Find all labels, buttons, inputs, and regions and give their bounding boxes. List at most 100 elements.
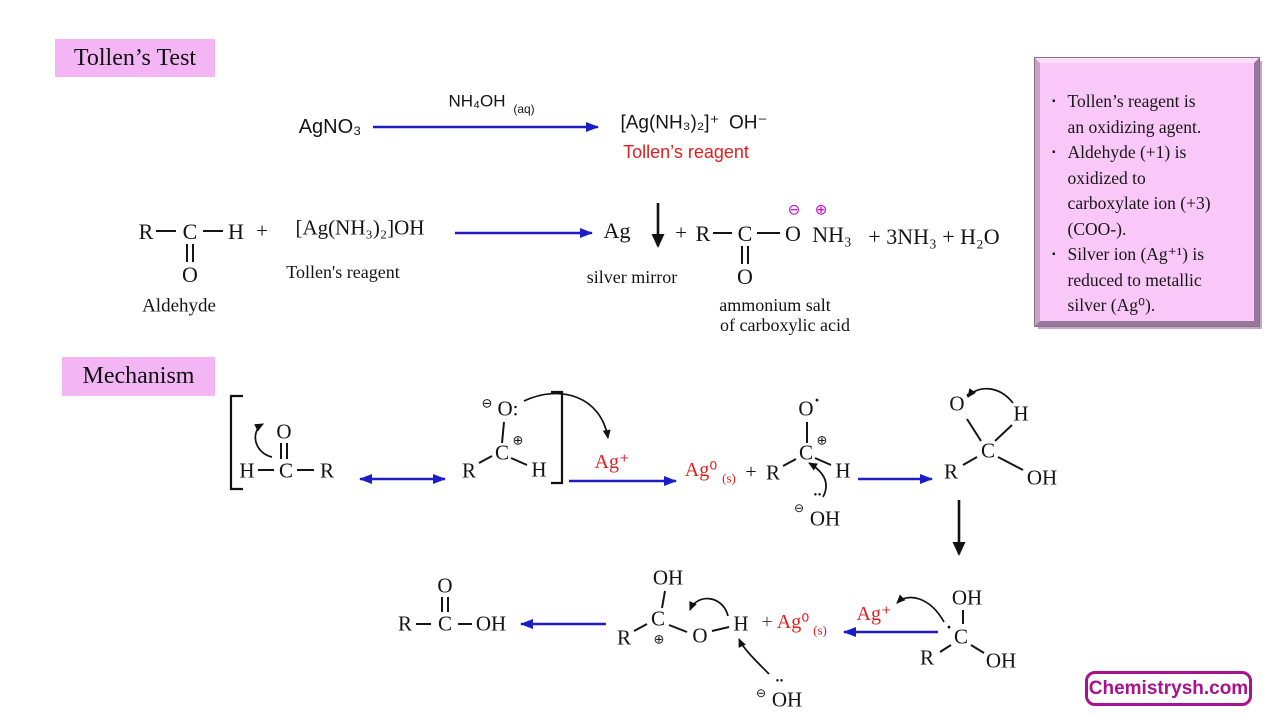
hydroxide: OH — [771, 687, 803, 712]
formula-nh3: NH₃ — [812, 222, 852, 247]
minus-charge-icon: ⊖ — [755, 686, 767, 700]
atom-o: O — [276, 419, 292, 444]
tollens-reagent-label: Tollen's reagent — [286, 262, 400, 282]
formula-tollens-reagent: [Ag(NH₃)₂]OH — [295, 215, 425, 240]
bullet-icon: ▪ — [1052, 96, 1056, 107]
plus-charge-icon: ⊕ — [653, 631, 665, 647]
silver-cation: Ag⁺ — [856, 603, 892, 625]
state-solid: (s) — [722, 470, 736, 486]
right-bracket — [551, 390, 564, 485]
plus-charge-icon: ⊕ — [814, 202, 828, 219]
bond — [962, 456, 978, 466]
atom-o: O — [949, 391, 965, 416]
atom-r: R — [319, 458, 335, 483]
atom-o: O — [737, 264, 753, 289]
atom-h: H — [1013, 401, 1029, 426]
bond — [939, 644, 952, 653]
atom-c: C — [650, 606, 666, 631]
watermark-badge: Chemistrysh.com — [1085, 671, 1252, 706]
atom-o-lonepair: O: — [497, 396, 519, 421]
plus-sign: + — [675, 220, 687, 245]
note-text: Silver ion (Ag⁺¹) is reduced to metallic… — [1067, 244, 1205, 315]
atom-o: O — [798, 396, 814, 421]
lone-pair-icon: •• — [813, 489, 823, 500]
atom-o: O — [182, 262, 198, 287]
bond — [997, 456, 1024, 471]
mechanism-heading: Mechanism — [62, 357, 215, 396]
curved-arrow — [967, 387, 1014, 404]
bond — [814, 457, 832, 466]
radical-dot-icon: · — [964, 385, 972, 405]
bond — [994, 424, 1013, 442]
atom-h: H — [835, 458, 851, 483]
bond — [966, 418, 982, 442]
curved-arrow — [523, 392, 611, 439]
bond — [661, 590, 666, 609]
bond — [782, 458, 797, 467]
atom-o: O — [785, 221, 801, 246]
bond — [478, 455, 493, 464]
atom-r: R — [765, 460, 781, 485]
atom-c: C — [437, 611, 453, 636]
atom-c: C — [182, 219, 198, 244]
atom-r: R — [919, 645, 935, 670]
atom-r: R — [616, 625, 632, 650]
page-title: Tollen’s Test — [55, 39, 215, 77]
silver-mirror-label: silver mirror — [586, 267, 678, 287]
hydroxide: OH — [809, 506, 841, 531]
hydroxyl-group: OH — [1026, 465, 1058, 490]
watermark-text: Chemistrysh.com — [1088, 677, 1249, 699]
bond — [970, 644, 985, 654]
hydroxyl-group: OH — [475, 611, 507, 636]
salt-label-line2: of carboxylic acid — [720, 315, 850, 335]
atom-c: C — [798, 440, 814, 465]
note-text: Tollen’s reagent is an oxidizing agent. — [1067, 91, 1202, 137]
atom-h: H — [239, 458, 255, 483]
silver-metal: Ag⁰ — [776, 611, 810, 633]
plus-sign: + — [761, 611, 773, 633]
curved-arrow — [896, 594, 945, 623]
atom-h: H — [733, 611, 749, 636]
atom-h: H — [531, 457, 547, 482]
tollens-reagent-red-label: Tollen’s reagent — [623, 142, 749, 162]
atom-c: C — [953, 624, 969, 649]
hydroxyl-group: OH — [985, 648, 1017, 673]
minus-charge-icon: ⊖ — [787, 202, 801, 219]
atom-o: O — [437, 573, 453, 598]
atom-r: R — [461, 458, 477, 483]
bullet-icon: ▪ — [1052, 147, 1056, 158]
hydroxyl-group: OH — [652, 565, 684, 590]
radical-dot-icon: · — [945, 617, 953, 637]
formula-agno3: AgNO₃ — [298, 116, 362, 138]
left-bracket — [229, 394, 243, 491]
formula-tollens-reagent-ion: [Ag(NH₃)₂]⁺ OH⁻ — [620, 112, 768, 134]
curved-arrow — [254, 423, 273, 458]
note-item: ▪ Tollen’s reagent is an oxidizing agent… — [1050, 89, 1248, 140]
minus-charge-icon: ⊖ — [481, 395, 493, 411]
atom-c: C — [980, 438, 996, 463]
page-title-text: Tollen’s Test — [73, 44, 197, 71]
atom-r: R — [695, 221, 711, 246]
atom-o: O — [692, 623, 708, 648]
plus-sign: + — [256, 218, 268, 243]
curved-arrow — [689, 597, 729, 617]
curved-arrow — [738, 638, 770, 675]
arrow-label-nh4oh: NH₄OH — [448, 91, 506, 111]
bond — [501, 421, 505, 444]
salt-label-line1: ammonium salt — [719, 295, 831, 315]
bond — [668, 624, 688, 633]
atom-r: R — [943, 459, 959, 484]
atom-r: R — [397, 611, 413, 636]
plus-sign: + — [745, 461, 757, 483]
silver-cation: Ag⁺ — [594, 451, 630, 473]
bond — [633, 623, 648, 632]
atom-c: C — [278, 458, 294, 483]
bullet-icon: ▪ — [1052, 249, 1056, 260]
byproducts: + 3NH₃ + H₂O — [868, 224, 1000, 249]
arrow-label-aq: (aq) — [513, 102, 535, 116]
atom-c: C — [494, 440, 510, 465]
atom-c: C — [737, 221, 753, 246]
mechanism-heading-text: Mechanism — [82, 363, 195, 389]
state-solid: (s) — [813, 622, 827, 638]
